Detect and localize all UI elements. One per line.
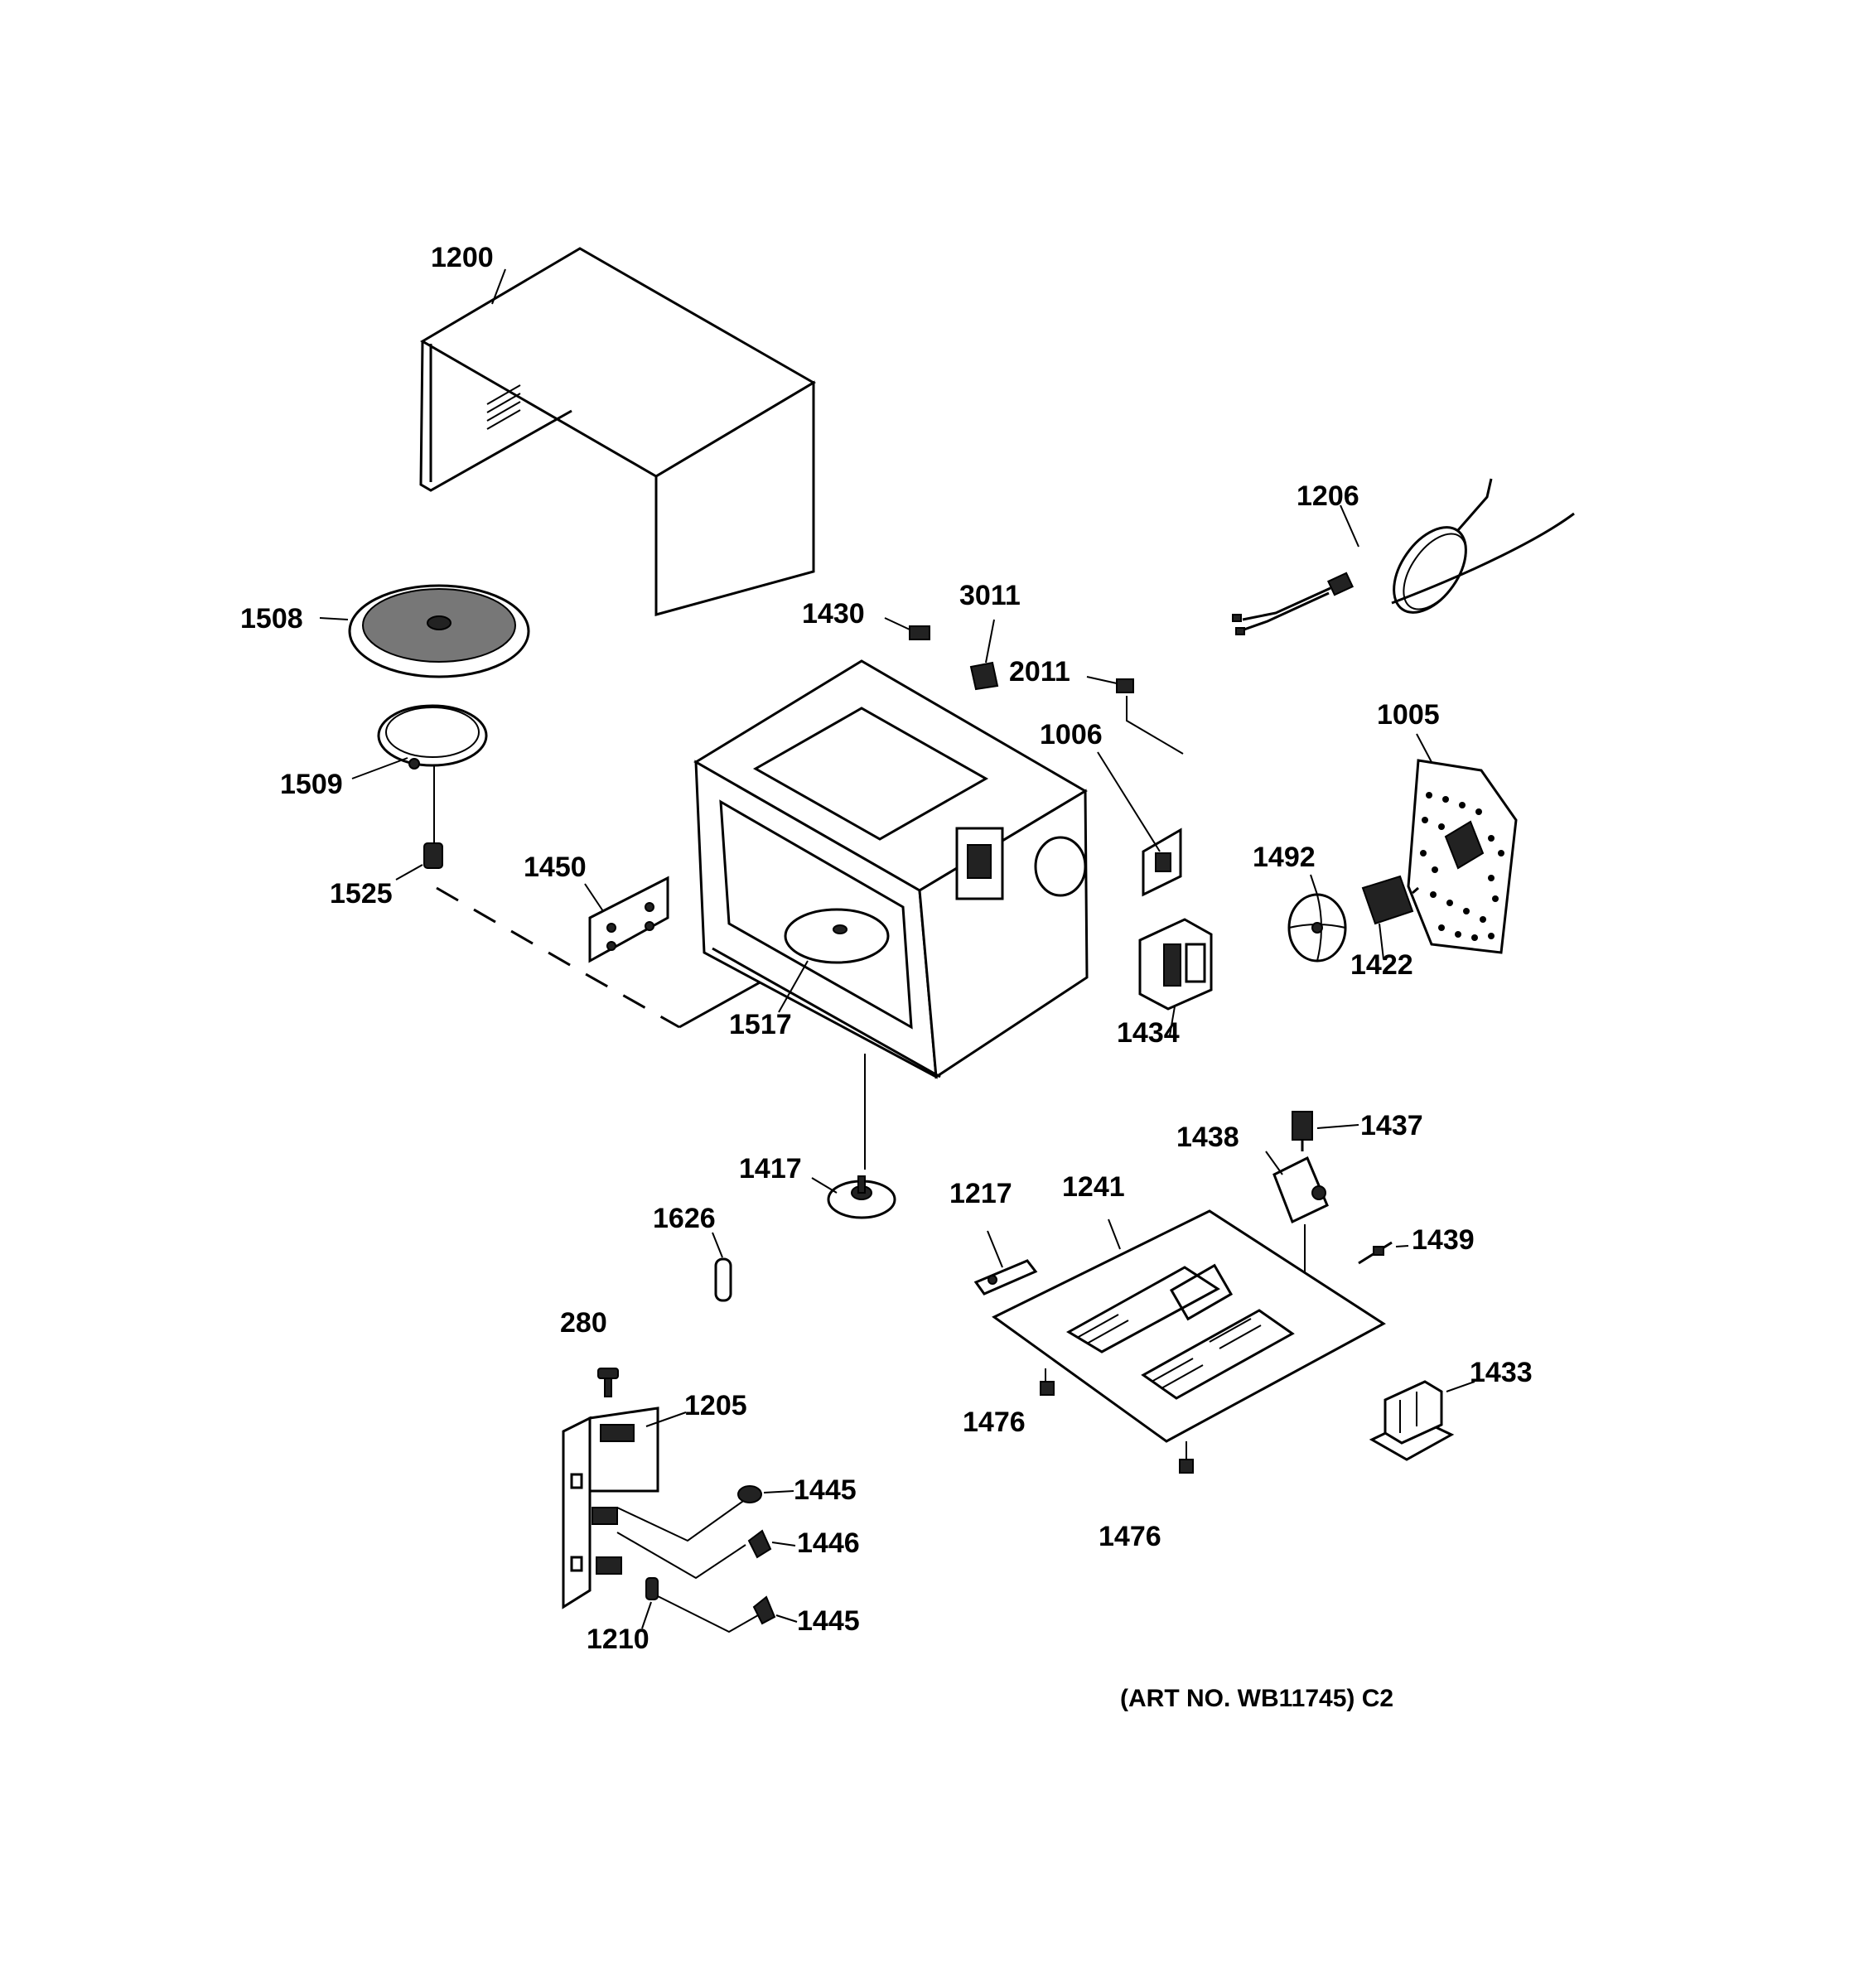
oven-cavity-chassis	[693, 659, 1089, 1170]
bracket-1217	[973, 1230, 1038, 1296]
turntable-motor-1417	[811, 1175, 896, 1219]
magnetron-1434	[1138, 918, 1213, 1036]
switch-1446	[747, 1529, 796, 1559]
switch-1430	[884, 617, 930, 640]
label-1445b: 1445	[797, 1605, 860, 1637]
label-3011: 3011	[959, 580, 1021, 611]
label-1422: 1422	[1350, 949, 1413, 981]
label-1430: 1430	[802, 598, 865, 630]
fan-motor-1422	[1361, 875, 1419, 960]
screw-280	[597, 1368, 619, 1397]
art-number: (ART NO. WB11745) C2	[1120, 1685, 1393, 1712]
label-1445a: 1445	[794, 1474, 857, 1506]
bracket-1006	[1097, 751, 1182, 897]
label-1205: 1205	[684, 1390, 747, 1421]
leader-1517	[778, 960, 809, 1013]
label-1206: 1206	[1297, 480, 1359, 512]
screw-1210	[641, 1577, 659, 1629]
label-1438: 1438	[1176, 1122, 1239, 1153]
label-1434: 1434	[1117, 1017, 1180, 1049]
cover-1005	[1407, 733, 1518, 954]
diode-1439	[1358, 1241, 1409, 1265]
label-1476b: 1476	[1099, 1521, 1161, 1552]
cabinet-wrapper-1200	[419, 247, 816, 616]
label-1437: 1437	[1360, 1110, 1423, 1141]
roller-ring-1509	[351, 704, 488, 843]
fuse-1626	[712, 1232, 732, 1302]
label-1508: 1508	[240, 603, 303, 635]
fan-blade-1492	[1287, 874, 1347, 963]
foot-1476b	[1179, 1441, 1194, 1474]
power-cord-1206	[1232, 478, 1575, 635]
label-1446: 1446	[797, 1527, 860, 1559]
latch-bracket-1205	[562, 1407, 759, 1633]
plate-1450	[584, 876, 669, 963]
switch-1445b	[752, 1595, 798, 1625]
label-1200: 1200	[431, 242, 494, 273]
label-1450: 1450	[524, 852, 587, 883]
label-1509: 1509	[280, 769, 343, 800]
label-1517: 1517	[729, 1009, 792, 1040]
switch-2011	[1086, 676, 1184, 755]
label-2011: 2011	[1009, 656, 1070, 688]
label-1005: 1005	[1377, 699, 1440, 731]
label-1439: 1439	[1412, 1224, 1475, 1256]
assembly-path-line	[436, 886, 680, 1029]
label-1417: 1417	[739, 1153, 802, 1185]
switch-1437	[1292, 1111, 1359, 1151]
switch-3011	[969, 619, 999, 691]
coupler-1525	[395, 842, 443, 881]
label-1476a: 1476	[963, 1407, 1026, 1438]
capacitor-1438	[1265, 1151, 1329, 1309]
label-1433: 1433	[1470, 1357, 1533, 1388]
label-1525: 1525	[330, 878, 393, 910]
label-1241: 1241	[1062, 1171, 1125, 1203]
base-plate-1241	[992, 1209, 1386, 1443]
foot-1476a	[1040, 1368, 1055, 1396]
label-1006: 1006	[1040, 719, 1103, 750]
label-1210: 1210	[587, 1624, 650, 1655]
label-1626: 1626	[653, 1203, 716, 1234]
label-1217: 1217	[949, 1178, 1012, 1209]
label-1492: 1492	[1253, 842, 1316, 873]
turntable-tray-1508	[319, 584, 530, 678]
switch-1445a	[737, 1485, 794, 1503]
label-280: 280	[560, 1307, 607, 1339]
transformer-1433	[1369, 1380, 1475, 1461]
